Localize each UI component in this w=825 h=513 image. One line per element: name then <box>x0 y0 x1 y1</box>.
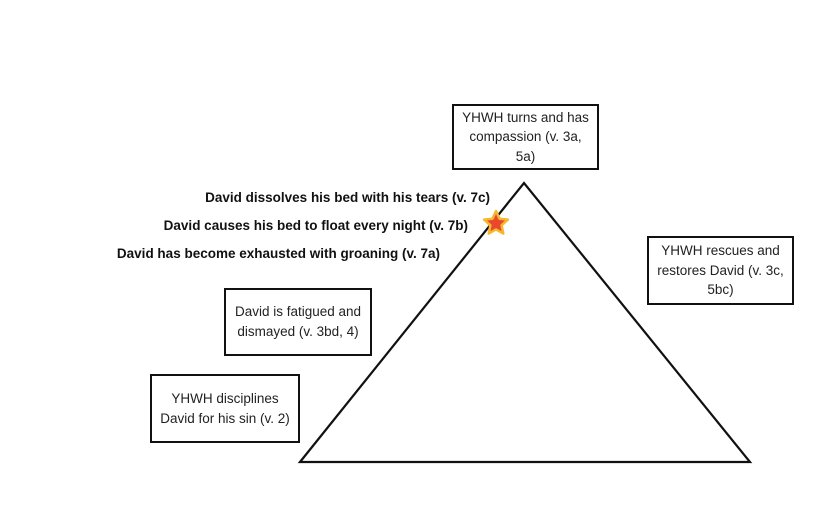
box-david-fatigued: David is fatigued and dismayed (v. 3bd, … <box>224 288 372 356</box>
box-yhwh-rescues-text: YHWH rescues and restores David (v. 3c, … <box>657 243 784 298</box>
label-bed-float: David causes his bed to float every nigh… <box>163 218 468 233</box>
star-icon <box>482 209 510 235</box>
box-yhwh-rescues: YHWH rescues and restores David (v. 3c, … <box>647 236 794 305</box>
box-david-fatigued-text: David is fatigued and dismayed (v. 3bd, … <box>234 304 362 339</box>
box-yhwh-disciplines-text: YHWH disciplines David for his sin (v. 2… <box>160 390 290 426</box>
box-yhwh-disciplines: YHWH disciplines David for his sin (v. 2… <box>150 374 300 443</box>
box-yhwh-compassion-text: YHWH turns and has compassion (v. 3a, 5a… <box>462 109 589 164</box>
label-exhausted-groaning: David has become exhausted with groaning… <box>116 246 440 261</box>
plot-triangle <box>297 181 753 464</box>
label-dissolves-bed: David dissolves his bed with his tears (… <box>205 190 490 205</box>
box-yhwh-compassion: YHWH turns and has compassion (v. 3a, 5a… <box>452 104 599 170</box>
